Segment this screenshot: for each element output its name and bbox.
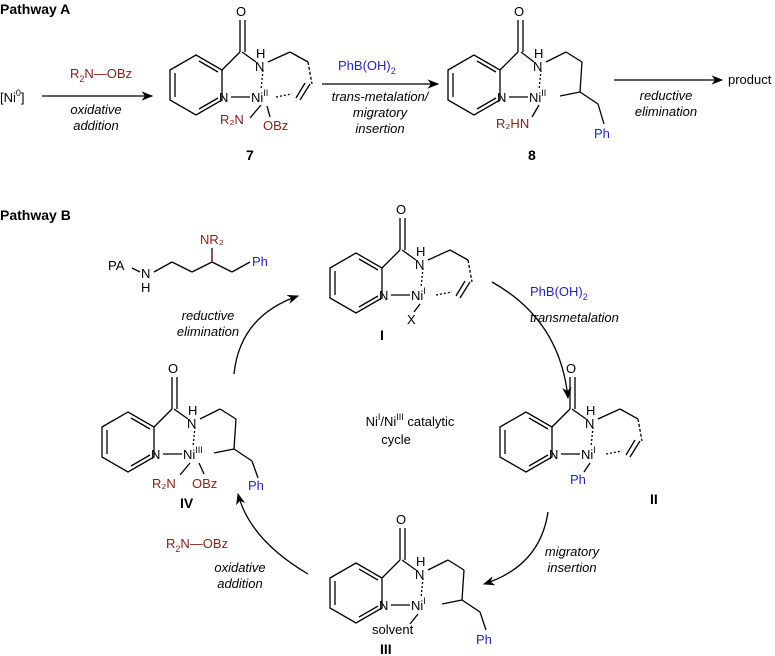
- cpdIV-ph: Ph: [248, 478, 264, 493]
- label-transmetal: transmetalation: [530, 310, 619, 325]
- compound-I: [329, 218, 473, 314]
- cpdIV-o: O: [168, 361, 178, 376]
- label-redelim-line1: reductive: [182, 308, 235, 323]
- cpdIV-ni: NiIII: [183, 445, 203, 462]
- cpdIII-ni: NiI: [411, 596, 426, 613]
- cpdI-n-amide: N: [415, 257, 424, 272]
- cpd7-obz: OBz: [263, 118, 288, 133]
- cpd8-r2hn: R₂HN: [496, 116, 529, 131]
- cpdIII-solvent: solvent: [372, 622, 414, 637]
- cpd7-n-amide: N: [255, 59, 264, 74]
- cpd8-ni: NiII: [529, 88, 546, 105]
- cpd7-label: 7: [246, 147, 254, 163]
- cpdIII-h: H: [416, 554, 425, 569]
- label-a2-line1: trans-metalation/: [332, 89, 430, 104]
- cpd8-o: O: [514, 4, 524, 19]
- cpdIII-n-pyr: N: [379, 598, 388, 613]
- cpd7-r2n: R₂N: [220, 112, 244, 127]
- cpdIV-n-amide: N: [187, 416, 196, 431]
- cycle-label-line1: NiI/NiIII catalytic: [366, 412, 455, 429]
- cpdII-n-pyr: N: [549, 447, 558, 462]
- cpd7-n-pyr: N: [219, 90, 228, 105]
- arrow-oxadd: [236, 492, 309, 575]
- product-a: product: [728, 72, 772, 87]
- cpd7-ni: NiII: [251, 88, 268, 105]
- cpd8-ph: Ph: [594, 126, 610, 141]
- reagent-oxadd: R2N—OBz: [166, 536, 228, 554]
- compound-IV: [101, 377, 259, 479]
- cpdII-ni: NiI: [581, 445, 596, 462]
- product-b-h: H: [141, 280, 150, 295]
- cpd8-n-pyr: N: [497, 90, 506, 105]
- cpdII-o: O: [566, 361, 576, 376]
- cpd8-label: 8: [528, 147, 536, 163]
- label-a1-line2: addition: [73, 118, 119, 133]
- cpdII-ph: Ph: [570, 472, 586, 487]
- cpdII-label: II: [650, 491, 658, 507]
- cpdIII-ph: Ph: [476, 632, 492, 647]
- cpdI-x: X: [407, 312, 416, 327]
- compound-II: [499, 377, 643, 473]
- cpdI-n-pyr: N: [379, 288, 388, 303]
- label-a3-line2: elimination: [635, 104, 697, 119]
- label-a3-line1: reductive: [640, 88, 693, 103]
- compound-8: [447, 20, 605, 125]
- cpdI-label: I: [380, 327, 384, 343]
- product-b-ph: Ph: [252, 254, 268, 269]
- cpd7-o: O: [236, 4, 246, 19]
- cpdIV-obz: OBz: [192, 476, 217, 491]
- cpdIV-r2n: R₂N: [152, 476, 176, 491]
- label-migratory-line2: insertion: [547, 560, 596, 575]
- cycle-label-line2: cycle: [381, 432, 411, 447]
- reagent-a1: R2N—OBz: [70, 66, 132, 84]
- pathway-b-title: Pathway B: [0, 207, 71, 223]
- cpdIII-n-amide: N: [415, 567, 424, 582]
- ni0-start: [Ni0]: [0, 88, 25, 105]
- reagent-transmetal: PhB(OH)2: [530, 284, 588, 302]
- label-a1-line1: oxidative: [70, 102, 121, 117]
- compound-7: [169, 20, 313, 119]
- label-redelim-line2: elimination: [177, 324, 239, 339]
- arrow-migratory: [482, 511, 549, 586]
- compound-III: [329, 528, 487, 631]
- cpd7-h: H: [256, 46, 265, 61]
- arrow-transmetalation: [491, 281, 572, 400]
- cpdII-h: H: [586, 403, 595, 418]
- cpd8-n-amide: N: [533, 59, 542, 74]
- product-b-n: N: [141, 266, 150, 281]
- cpdIII-label: III: [380, 641, 392, 656]
- cpdIV-n-pyr: N: [151, 447, 160, 462]
- cpdI-ni: NiI: [411, 286, 426, 303]
- label-a2-line2: migratory: [353, 105, 409, 120]
- pathway-a-title: Pathway A: [0, 1, 70, 17]
- label-oxadd-line2: addition: [217, 576, 263, 591]
- reagent-a2: PhB(OH)2: [338, 58, 396, 76]
- cpdI-h: H: [416, 244, 425, 259]
- arrow-redelim: [233, 295, 300, 375]
- label-oxadd-line1: oxidative: [214, 560, 265, 575]
- product-b-nr2: NR₂: [200, 232, 224, 247]
- cpdII-n-amide: N: [585, 416, 594, 431]
- product-b-pa: PA: [108, 258, 125, 273]
- cpdIV-h: H: [188, 403, 197, 418]
- label-migratory-line1: migratory: [545, 544, 601, 559]
- cpd8-h: H: [534, 46, 543, 61]
- label-a2-line3: insertion: [355, 121, 404, 136]
- cpdIII-o: O: [396, 512, 406, 527]
- cpdI-o: O: [396, 202, 406, 217]
- cpdIV-label: IV: [180, 495, 194, 511]
